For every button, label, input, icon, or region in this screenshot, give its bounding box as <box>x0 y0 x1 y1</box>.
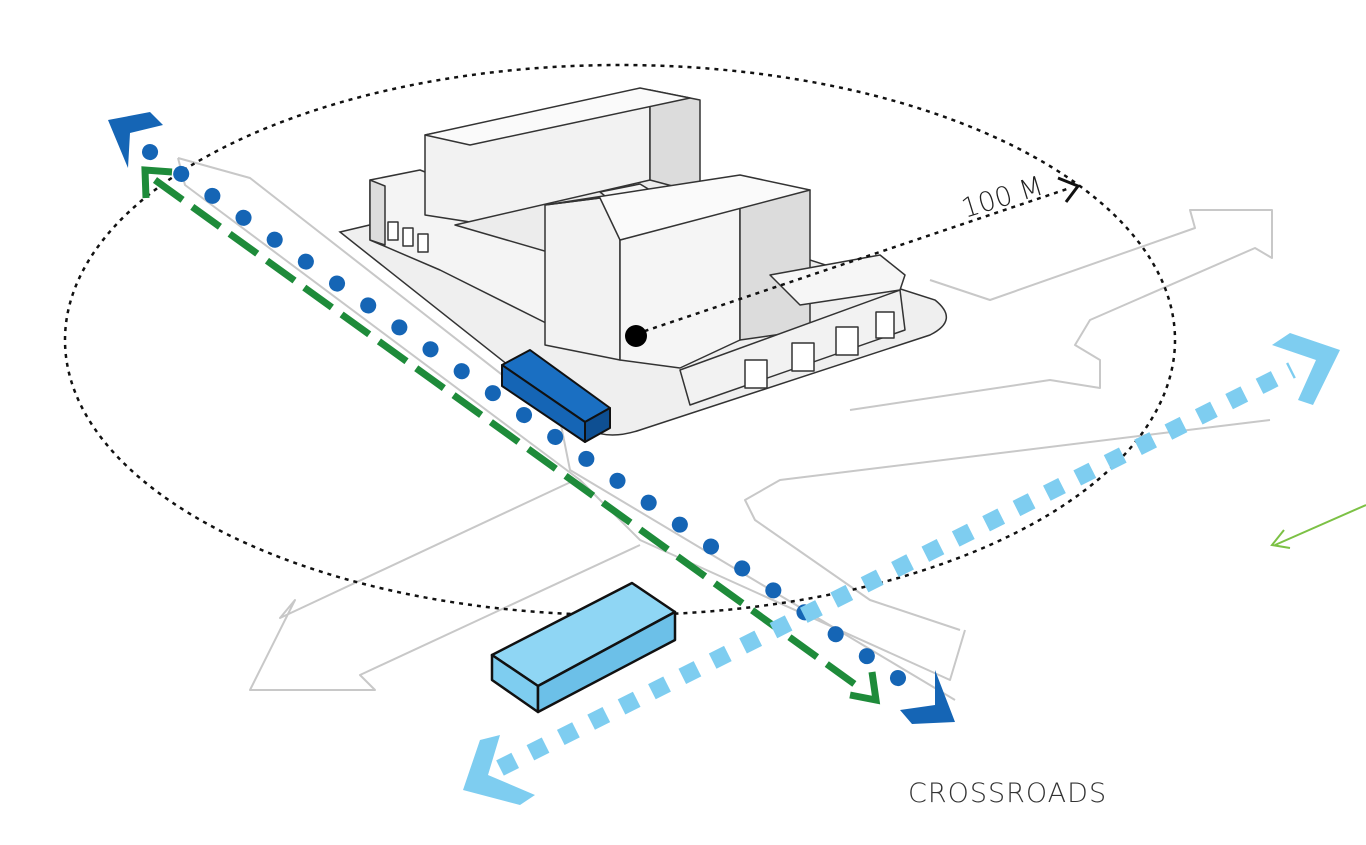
front-tower-top <box>544 174 811 241</box>
building-complex <box>369 87 906 406</box>
radius-label: 100 M <box>958 171 1047 225</box>
podium-right-roof <box>769 254 906 306</box>
rear-tower-top <box>424 87 691 146</box>
green-dashed-path <box>152 177 863 691</box>
green-arrowhead-end <box>849 671 881 705</box>
front-tower-side <box>739 189 811 341</box>
radius-center-dot <box>625 325 647 347</box>
green-arrowhead-start <box>141 166 173 199</box>
dark-blue-arrowhead-end <box>900 670 955 724</box>
radius-ellipse <box>63 63 1177 617</box>
light-blue-arrowhead-start <box>463 735 535 805</box>
dark-blue-dotted-path <box>142 144 923 698</box>
podium-left-side <box>369 179 386 246</box>
street-lower-right <box>744 419 1271 631</box>
podium-window <box>835 326 859 356</box>
street-upper-right <box>849 209 1273 411</box>
podium-window <box>417 233 429 253</box>
podium-window <box>744 359 768 389</box>
front-tower-front <box>544 197 621 361</box>
radius-line <box>635 186 1071 336</box>
dark-blue-arrowhead-start <box>108 112 163 168</box>
light-blue-block <box>490 581 677 714</box>
podium-window <box>875 311 895 339</box>
light-green-arrowhead <box>1270 529 1291 549</box>
light-green-arrow-line <box>1274 504 1366 546</box>
street-lower-left <box>249 479 641 691</box>
dark-blue-block-side <box>584 407 611 443</box>
light-blue-block-side <box>536 610 677 714</box>
podium-window <box>387 221 399 241</box>
podium-window <box>402 227 414 247</box>
radius-arrowhead <box>1057 176 1081 203</box>
light-blue-arrowhead-end <box>1272 333 1340 405</box>
dark-blue-block <box>501 349 611 443</box>
light-blue-dotted-path <box>496 362 1296 776</box>
podium-window <box>791 342 815 372</box>
caption-crossroads: CROSSROADS <box>908 778 1108 809</box>
